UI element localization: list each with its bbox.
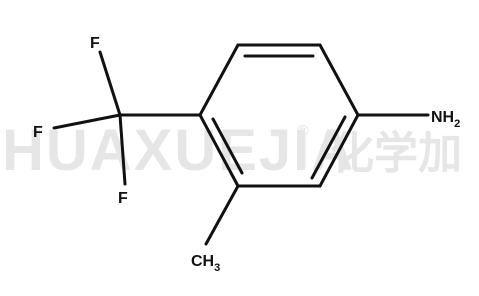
atom-label-amine-subscript: 2 <box>454 118 460 130</box>
watermark: HUAXUEJIA ® 化学加 <box>2 118 462 183</box>
ring-bond-upper-right <box>318 43 360 117</box>
ring-bond-lower-right <box>318 113 360 188</box>
bond-ring-to-methyl <box>204 184 240 246</box>
ring-bond-lower-left-inner <box>211 117 244 175</box>
bond-cf3-to-f-top <box>98 50 122 117</box>
watermark-text: HUAXUEJIA <box>2 118 355 183</box>
ring-bond-upper-left <box>198 43 240 117</box>
atom-label-amine: NH2 <box>431 109 460 130</box>
benzene-ring <box>198 43 360 188</box>
atom-label-f-bottom: F <box>118 190 128 207</box>
bond-cf3-to-f-left <box>52 113 122 130</box>
ring-bond-lower-right-inner <box>310 115 347 180</box>
atom-label-methyl-subscript: 3 <box>214 262 220 274</box>
atom-label-f-left: F <box>33 124 43 141</box>
atom-label-methyl: CH3 <box>191 253 220 274</box>
watermark-cjk-text: 化学加 <box>330 129 462 178</box>
atom-label-amine-main: NH <box>431 109 454 126</box>
ring-bond-lower-left <box>198 113 240 188</box>
atom-label-methyl-main: CH <box>191 253 214 270</box>
watermark-registered-mark: ® <box>297 123 309 140</box>
atom-label-f-top: F <box>90 35 100 52</box>
bond-cf3-to-f-bottom <box>118 113 127 186</box>
